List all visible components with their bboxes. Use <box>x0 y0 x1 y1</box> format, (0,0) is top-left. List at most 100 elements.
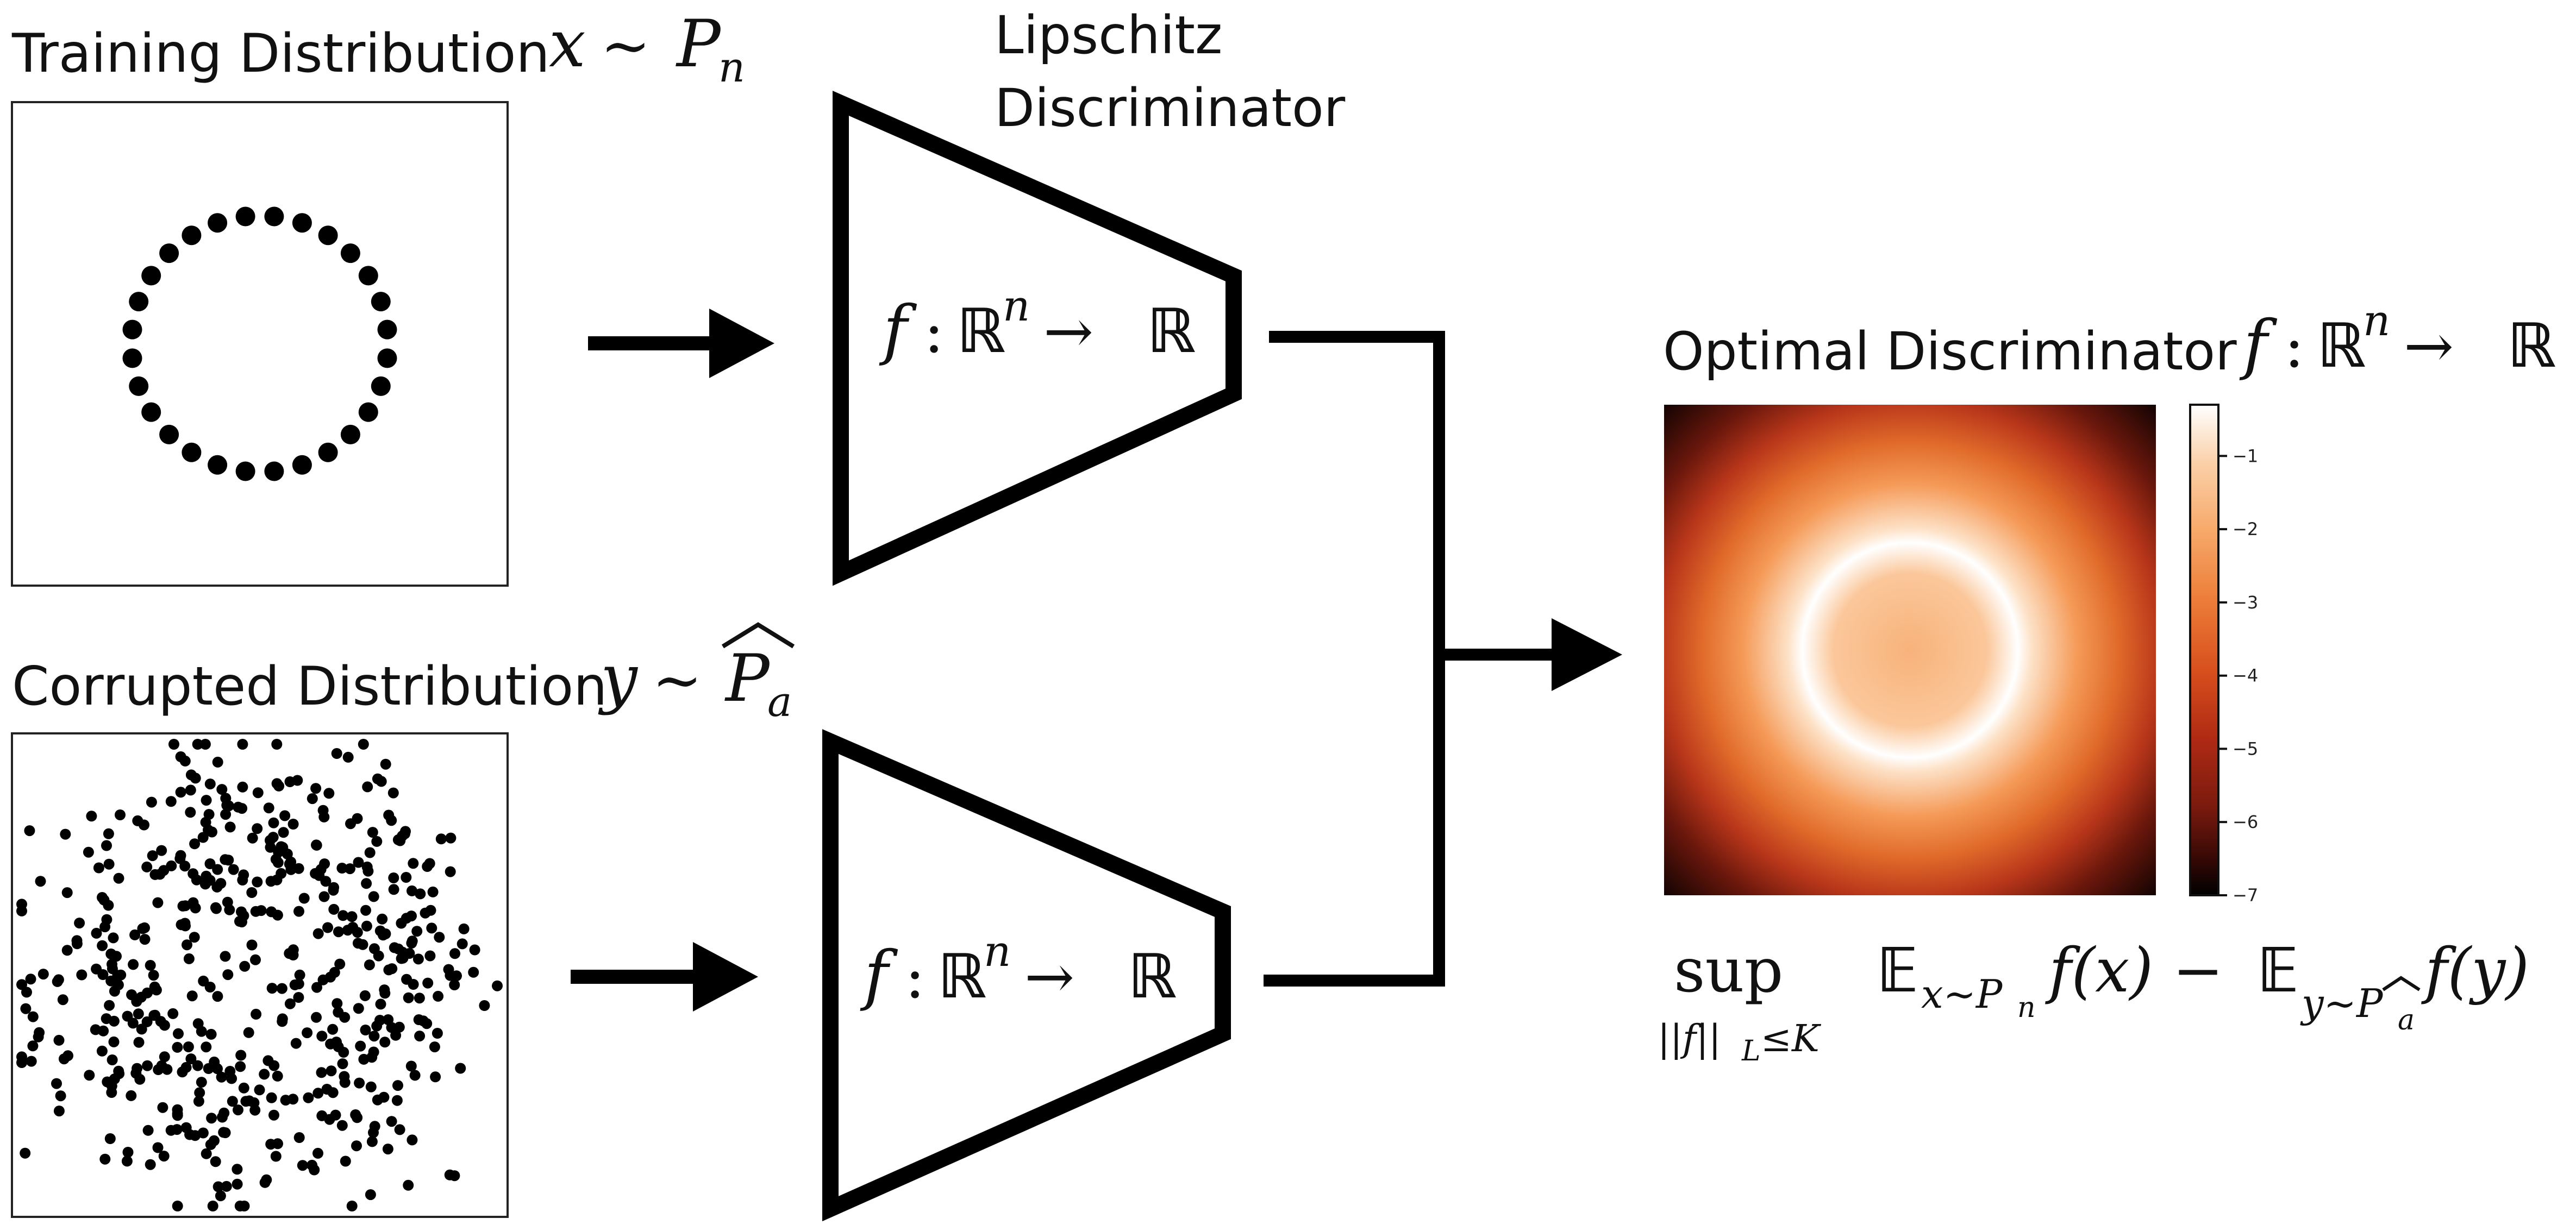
scatter-point <box>112 979 124 990</box>
ring-point <box>235 461 255 481</box>
scatter-point <box>435 833 447 845</box>
scatter-point <box>311 839 322 851</box>
scatter-point <box>492 980 503 991</box>
scatter-point <box>27 1040 39 1052</box>
scatter-point <box>148 970 159 981</box>
colorbar-tick-label: −7 <box>2233 885 2258 906</box>
discriminator-title-line1: Lipschitz <box>995 5 1222 66</box>
scatter-point <box>179 755 191 767</box>
scatter-point <box>365 1189 376 1201</box>
scatter-point <box>386 1022 397 1033</box>
func-colon: : <box>2284 311 2304 381</box>
scatter-point <box>407 885 417 896</box>
scatter-point <box>338 1047 349 1058</box>
scatter-point <box>204 858 216 869</box>
scatter-point <box>215 1190 226 1202</box>
scatter-point <box>60 828 71 840</box>
func-codomain: ℝ <box>1128 941 1177 1012</box>
scatter-point <box>220 951 231 962</box>
scatter-point <box>185 1053 197 1065</box>
scatter-point <box>403 1179 414 1191</box>
scatter-point <box>396 918 407 929</box>
scatter-point <box>433 990 444 1002</box>
func-arrow: → <box>2404 311 2454 381</box>
scatter-point <box>375 998 386 1010</box>
scatter-point <box>312 928 324 939</box>
ring-point <box>340 424 360 444</box>
func-codomain: ℝ <box>2507 311 2556 381</box>
scatter-point <box>97 940 108 951</box>
scatter-point <box>328 884 339 896</box>
scatter-point <box>20 1003 32 1014</box>
func-arrow: → <box>1043 297 1093 366</box>
scatter-point <box>185 807 196 818</box>
scatter-point <box>128 959 139 970</box>
scatter-point <box>382 1144 393 1155</box>
scatter-point <box>142 1125 154 1136</box>
scatter-point <box>287 819 299 830</box>
objective-formula: sup ||f|| L ≤K 𝔼 x∼P n f(x) − 𝔼 y∼P a f(… <box>1658 935 2529 1067</box>
scatter-point <box>360 1025 371 1035</box>
scatter-point <box>149 869 161 880</box>
scatter-point <box>332 998 343 1009</box>
scatter-point <box>458 923 470 934</box>
objective-hat <box>2382 976 2421 991</box>
scatter-point <box>129 929 141 940</box>
scatter-point <box>91 927 102 939</box>
colorbar-tick-label: −1 <box>2233 445 2258 466</box>
func-exp: n <box>2363 297 2390 346</box>
scatter-point <box>449 1170 460 1182</box>
scatter-point <box>361 878 372 889</box>
scatter-point <box>86 811 97 822</box>
scatter-point <box>113 1065 124 1077</box>
discriminator-title-line2: Discriminator <box>995 78 1346 139</box>
scatter-point <box>386 1116 397 1127</box>
scatter-point <box>407 1134 418 1146</box>
scatter-point <box>205 1028 217 1040</box>
scatter-point <box>445 866 456 877</box>
objective-term1-sub: x∼P <box>1921 971 2003 1017</box>
scatter-point <box>287 944 299 956</box>
scatter-point <box>392 1080 403 1091</box>
scatter-point <box>165 796 177 807</box>
scatter-point <box>55 1090 66 1102</box>
scatter-point <box>426 922 437 934</box>
scatter-point <box>380 928 391 939</box>
arrow-corrupted-to-discriminator <box>571 942 758 1012</box>
ring-point <box>129 292 149 312</box>
scatter-point <box>388 872 399 883</box>
scatter-point <box>403 992 414 1003</box>
scatter-point <box>330 1109 341 1121</box>
scatter-point <box>317 805 329 816</box>
scatter-point <box>243 1027 254 1038</box>
scatter-point <box>293 992 304 1003</box>
scatter-point <box>221 1180 232 1192</box>
scatter-point <box>265 1139 277 1150</box>
scatter-point <box>101 914 112 925</box>
scatter-point <box>326 1065 337 1077</box>
ring-point <box>122 348 142 368</box>
scatter-point <box>193 1096 204 1107</box>
scatter-point <box>415 888 426 900</box>
scatter-point <box>345 863 355 875</box>
scatter-point <box>153 1064 164 1075</box>
scatter-point <box>342 751 354 763</box>
scatter-point <box>322 922 333 933</box>
scatter-point <box>336 863 348 874</box>
scatter-point <box>233 801 244 813</box>
scatter-point <box>414 1031 426 1042</box>
scatter-point <box>121 1155 133 1167</box>
scatter-point <box>449 979 460 990</box>
scatter-point <box>210 1156 221 1167</box>
scatter-point <box>168 739 179 750</box>
corrupted-sim: ∼ <box>652 645 702 715</box>
scatter-point <box>133 1037 145 1048</box>
scatter-point <box>358 739 369 750</box>
scatter-point <box>159 1051 170 1063</box>
func-colon: : <box>905 942 925 1012</box>
scatter-point <box>427 886 439 897</box>
func-f: f <box>2239 307 2278 382</box>
ring-point <box>182 442 202 462</box>
scatter-point <box>284 776 296 787</box>
scatter-point <box>239 1201 250 1211</box>
